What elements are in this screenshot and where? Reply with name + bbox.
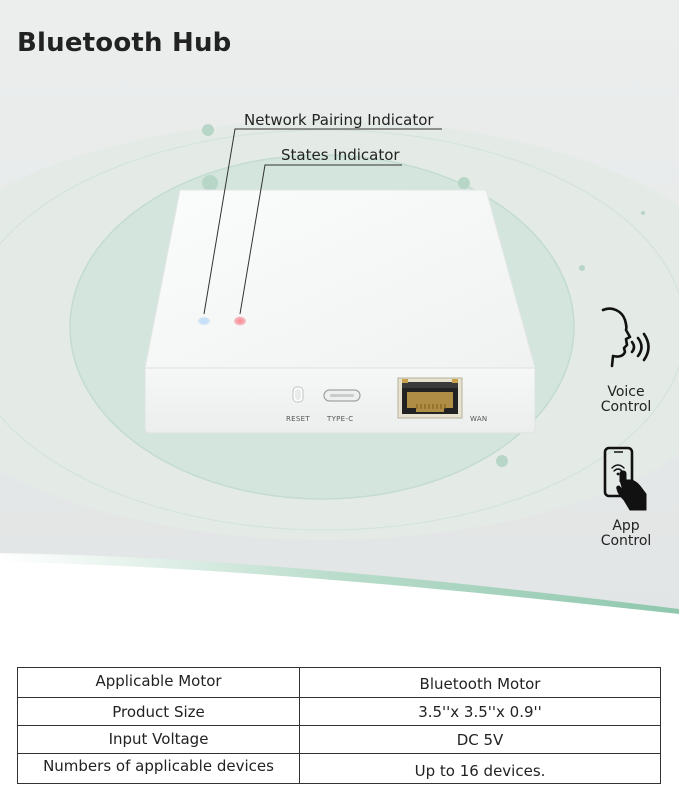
spec-value: Bluetooth Motor [299, 667, 661, 698]
hub-illustration [0, 0, 679, 620]
spec-name: Input Voltage [17, 725, 300, 754]
swoosh-base [0, 555, 679, 620]
table-row: Numbers of applicable devices Up to 16 d… [17, 753, 661, 784]
voice-control-icon [601, 307, 650, 368]
inner-ring-line [69, 154, 575, 500]
table-row: Product Size 3.5''x 3.5''x 0.9'' [17, 697, 661, 726]
hub-top-face [144, 189, 536, 369]
spec-value: DC 5V [299, 725, 661, 754]
voice-control-label-line1: Voice [607, 384, 645, 400]
states-indicator-label: States Indicator [281, 146, 400, 164]
states-leader-line [239, 164, 402, 315]
dot [458, 177, 470, 189]
type-c-label: TYPE-C [327, 415, 354, 423]
dot [496, 455, 508, 467]
outer-ring-line [0, 129, 679, 531]
table-row: Input Voltage DC 5V [17, 725, 661, 754]
product-scene: Bluetooth Hub Network Pairing Indicator … [0, 0, 679, 620]
voice-control-label: Voice Control [586, 385, 666, 415]
spec-name: Numbers of applicable devices [17, 753, 300, 784]
dot [202, 124, 214, 136]
spec-table: Applicable Motor Bluetooth Motor Product… [17, 667, 661, 784]
network-pairing-indicator-label: Network Pairing Indicator [244, 111, 434, 129]
spec-name: Applicable Motor [17, 667, 300, 698]
dot [579, 265, 585, 271]
network-pairing-leader-line [203, 128, 442, 315]
network-pairing-led [198, 317, 210, 325]
spec-value: Up to 16 devices. [299, 753, 661, 784]
swoosh-accent [0, 553, 679, 614]
app-control-label: App Control [586, 519, 666, 549]
app-control-icon [603, 446, 647, 511]
spec-name: Product Size [17, 697, 300, 726]
states-led [234, 316, 246, 326]
spec-value: 3.5''x 3.5''x 0.9'' [299, 697, 661, 726]
reset-label: RESET [286, 415, 310, 423]
page-title: Bluetooth Hub [17, 28, 232, 58]
voice-control-label-line2: Control [600, 399, 652, 415]
app-control-label-line1: App [612, 518, 640, 534]
app-control-label-line2: Control [600, 533, 652, 549]
dot [641, 211, 645, 215]
dot [202, 175, 218, 191]
table-row: Applicable Motor Bluetooth Motor [17, 667, 661, 698]
wan-label: WAN [470, 415, 488, 423]
